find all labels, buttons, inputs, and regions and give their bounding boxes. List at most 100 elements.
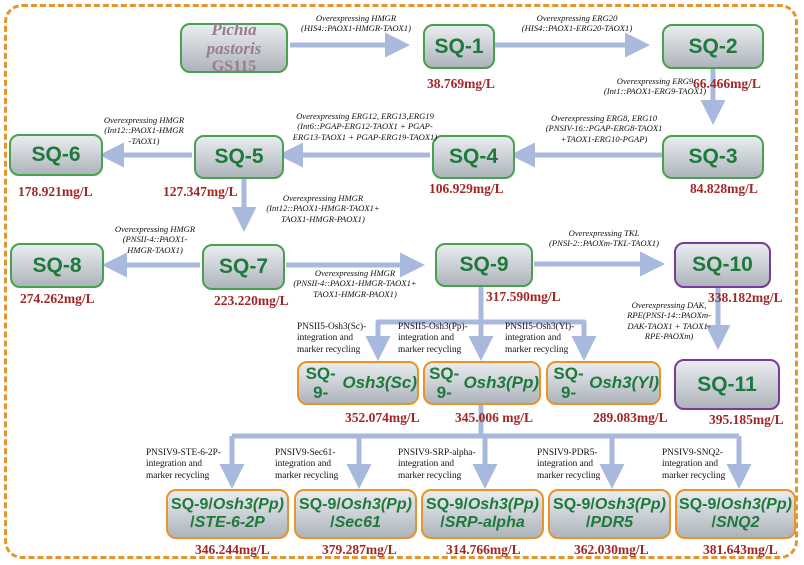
node-sq9-osh3-yl-prefix: SQ-9- [553, 363, 584, 402]
step-label-line: (PNSII-4::PAOX1-HMGR-TAOX1+ [293, 278, 417, 289]
step-label-line: Overexpressing HMGR [315, 13, 397, 23]
titer-b3: 314.766mg/L [446, 542, 521, 557]
step-label-line: integration and [398, 333, 455, 344]
step-label-6: Overexpressing HMGR(Int12::PAOX1-HMGR-TA… [104, 115, 184, 146]
node-b1-gene: STE-6-2P [194, 514, 265, 531]
step-label-line: Overexpressing HMGR [114, 224, 196, 234]
start-strain-box: Pichia pastoris GS115 [180, 20, 288, 76]
node-b2-gene: Sec61 [334, 514, 381, 531]
step-label-line: +TAOX1-ERG10-PGAP) [560, 133, 648, 144]
node-b5-slash: / [711, 514, 716, 531]
titer-sq9: 317.590mg/L [486, 289, 561, 304]
step-label-line: integration and [275, 459, 332, 470]
node-sq10: SQ-10 [674, 242, 771, 288]
node-b3-prefix: SQ-9/ [426, 496, 468, 514]
step-label-line: Overexpressing ERG9 [616, 76, 694, 86]
step-label-7: Overexpressing HMGR(Int12::PAOX1-HMGR-TA… [266, 193, 379, 224]
titer-sq1: 38.769mg/L [427, 76, 495, 91]
step-label-line: integration and [146, 459, 203, 470]
node-sq9-osh3-pp-gene: Osh3(Pp) [463, 373, 539, 393]
node-b5: SQ-9/Osh3(Pp) /SNQ2 [675, 489, 796, 539]
node-sq2: SQ-2 [662, 24, 764, 69]
step-label-line: Overexpressing HMGR [282, 193, 364, 203]
node-b2-osh: Osh3(Pp) [340, 496, 412, 514]
node-sq9: SQ-9 [435, 243, 533, 287]
step-label-line: ERG13-TAOX1 + PGAP-ERG19-TAOX1) [292, 131, 438, 142]
step-label-4: Overexpressing ERG8, ERG10(PNSIV-16::PGA… [546, 113, 663, 144]
step-label-line: integration and [662, 459, 719, 470]
step-label-line: marker recycling [537, 470, 601, 481]
node-b4: SQ-9/Osh3(Pp) /PDR5 [548, 489, 671, 539]
step-label-line: marker recycling [275, 470, 339, 481]
node-sq7: SQ-7 [202, 244, 285, 290]
titer-osh3-sc: 352.074mg/L [345, 410, 420, 425]
node-sq9-osh3-pp: SQ-9-Osh3(Pp) [423, 361, 541, 405]
step-label-11: Overexpressing DAK,RPE(PNSI-14::PAOXm-DA… [627, 300, 711, 341]
titer-sq11: 395.185mg/L [709, 412, 784, 427]
step-label-line: Overexpressing ERG8, ERG10 [550, 113, 658, 123]
titer-sq7: 223.220mg/L [214, 293, 289, 308]
start-strain-name: GS115 [211, 58, 257, 76]
step-label-line: (PNSIV-16::PGAP-ERG8-TAOX1 [545, 123, 663, 134]
arrow-osh-yl [481, 319, 597, 361]
step-label-line: (PNSI-2::PAOXm-TKL-TAOX1) [549, 238, 659, 249]
node-b1-prefix: SQ-9/ [171, 496, 213, 514]
step-label-line: DAK-TAOX1 + TAOX1- [627, 320, 711, 331]
step-label-line: integration and [505, 333, 562, 344]
step-label-line: PNSII5-Osh3(Sc)- [297, 322, 367, 332]
step-label-line: (HIS4::PAOX1-ERG20-TAOX1) [521, 23, 633, 34]
node-sq6: SQ-6 [9, 134, 103, 176]
node-sq5: SQ-5 [194, 135, 284, 179]
node-b4-osh: Osh3(Pp) [594, 496, 666, 514]
node-b2-prefix: SQ-9/ [299, 496, 341, 514]
step-label-2: Overexpressing ERG20(HIS4::PAOX1-ERG20-T… [522, 13, 632, 34]
node-b4-slash: / [585, 514, 591, 531]
step-label-line: (Int6::PGAP-ERG12-TAOX1 + PGAP- [297, 121, 433, 132]
step-label-line: marker recycling [398, 470, 462, 481]
step-label-line: marker recycling [146, 470, 210, 481]
step-label-9: Overexpressing HMGR(PNSII-4::PAOX1-HMGR-… [293, 268, 416, 299]
step-label-line: marker recycling [398, 344, 462, 355]
node-b5-gene: SNQ2 [715, 514, 760, 531]
node-b4-gene: PDR5 [590, 514, 634, 531]
step-label-line: PNSII5-Osh3(Pp)- [398, 322, 468, 332]
step-label-line: PNSIV9-PDR5- [537, 448, 598, 458]
titer-b4: 362.030mg/L [574, 542, 649, 557]
step-label-line: Overexpressing HMGR [103, 115, 185, 125]
node-sq9-osh3-sc-gene: Osh3(Sc) [342, 373, 417, 393]
node-b5-prefix: SQ-9/ [679, 496, 721, 514]
step-label-line: Overexpressing ERG20 [536, 13, 618, 23]
step-label-line: PNSIV9-SNQ2- [662, 448, 723, 458]
step-label-line: marker recycling [505, 344, 569, 355]
node-sq9-osh3-sc: SQ-9-Osh3(Sc) [297, 361, 419, 405]
titer-sq6: 178.921mg/L [18, 184, 93, 199]
step-label-line: Overexpressing HMGR [314, 268, 396, 278]
titer-sq5: 127.347mg/L [163, 184, 238, 199]
step-label-5: Overexpressing ERG12, ERG13,ERG19(Int6::… [293, 111, 437, 142]
node-b1: SQ-9/Osh3(Pp) /STE-6-2P [166, 489, 289, 539]
step-label-line: (Int12::PAOX1-HMGR [104, 125, 184, 136]
step-label-line: -TAOX1) [128, 135, 160, 146]
step-label-line: PNSIV9-Sec61- [275, 448, 336, 458]
titer-b5: 381.643mg/L [703, 542, 778, 557]
step-label-line: marker recycling [662, 470, 726, 481]
node-sq9-osh3-yl: SQ-9-Osh3(Yl) [546, 361, 661, 405]
step-label-line: Overexpressing ERG12, ERG13,ERG19 [296, 111, 434, 121]
node-b4-prefix: SQ-9/ [553, 496, 595, 514]
start-strain-species: Pichia pastoris [206, 20, 262, 59]
node-b2-slash: / [330, 514, 335, 531]
node-b3-slash: / [440, 514, 445, 531]
step-label-10: Overexpressing TKL(PNSI-2::PAOXm-TKL-TAO… [549, 228, 659, 249]
step-label-line: marker recycling [297, 344, 361, 355]
step-label-line: RPE(PNSI-14::PAOXm- [627, 310, 711, 321]
step-label-line: (Int1::PAOX1-ERG9-TAOX1) [603, 86, 707, 97]
step-label-line: Overexpressing DAK, [631, 300, 707, 310]
titer-sq2: 66.466mg/L [693, 76, 761, 91]
titer-osh3-pp: 345.006 mg/L [455, 410, 534, 425]
